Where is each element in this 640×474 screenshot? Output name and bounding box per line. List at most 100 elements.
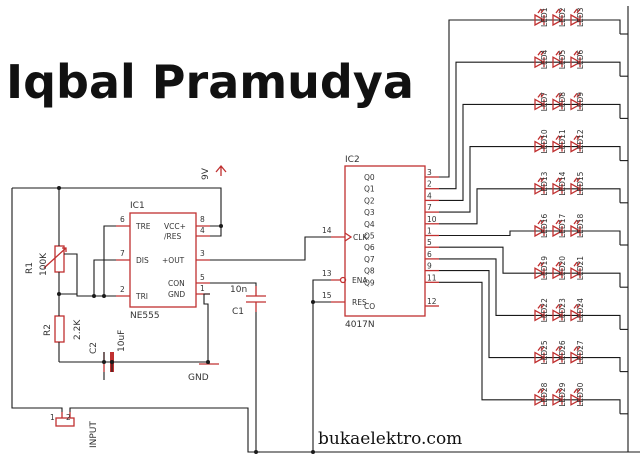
ic2-pin-name-4: Q2 [364, 196, 375, 205]
ic2-pin-num-11: 11 [427, 273, 437, 282]
led-symbol [570, 393, 582, 406]
led-label: LED1 [540, 7, 549, 27]
ic2-pin-num-7: 7 [427, 203, 432, 212]
led-string-wire [520, 103, 621, 119]
led-light-arrows [537, 219, 545, 225]
ic1-pin4-name: /RES [164, 232, 181, 241]
led-label: LED22 [540, 298, 549, 322]
led-light-arrows [573, 177, 581, 183]
led-symbol [570, 140, 582, 153]
led-label: LED16 [540, 214, 549, 238]
ic2-pin-num-4: 4 [427, 191, 432, 200]
ic1-pin4-num: 4 [200, 226, 205, 235]
led-light-arrows [537, 346, 545, 351]
led-light-arrows [555, 93, 563, 98]
led-label: LED11 [558, 129, 567, 153]
led-symbol [570, 309, 582, 322]
ic2-output-wire [439, 246, 520, 274]
led-light-arrows [555, 219, 563, 225]
ic2-pin-name-11: Q9 [364, 278, 375, 287]
junctions [57, 186, 315, 454]
input-pin2: 2 [66, 413, 71, 422]
led-label: LED21 [576, 256, 585, 280]
ic2-pin-num-6: 6 [427, 250, 432, 259]
led-group-3: LED7 LED8 LED9 [439, 92, 621, 201]
c1-value: 10n [230, 285, 247, 295]
led-light-arrows [573, 261, 581, 267]
led-symbol [570, 98, 582, 111]
led-light-arrows [555, 135, 563, 140]
led-symbol [570, 351, 582, 364]
led-label: LED18 [576, 214, 585, 238]
led-label: LED5 [558, 50, 567, 70]
led-light-arrows [555, 388, 563, 394]
r2-value: 2.2K [73, 319, 83, 340]
led-label: LED6 [576, 50, 585, 70]
ic2-pin-name-10: Q4 [364, 220, 375, 229]
ic2-pin-name-3: Q0 [364, 173, 375, 182]
led-symbol [570, 13, 582, 27]
ic2-output-wire [439, 281, 520, 401]
led-symbol [570, 224, 582, 238]
led-light-arrows [555, 346, 563, 351]
ic2-output-wire [439, 230, 520, 237]
ic2-output-wire [439, 19, 520, 178]
ic2-pin-num-1: 1 [427, 227, 432, 236]
led-symbol [534, 13, 546, 27]
led-light-arrows [573, 304, 581, 309]
input-label: INPUT [89, 421, 99, 448]
ic1-ref: IC1 [130, 201, 145, 211]
led-label: LED8 [558, 92, 567, 112]
led-label: LED19 [540, 256, 549, 280]
led-light-arrows [555, 261, 563, 267]
ic2-ref: IC2 [345, 155, 360, 165]
ground-label: GND [188, 373, 209, 383]
led-string-wire [520, 272, 621, 288]
led-label: LED30 [576, 382, 585, 406]
led-light-arrows [573, 8, 581, 14]
led-symbol [552, 56, 564, 69]
led-symbol [534, 351, 546, 364]
led-string-wire [520, 146, 621, 161]
ic2-res-name: RES [352, 298, 367, 307]
power-label: 9V [201, 167, 211, 180]
led-label: LED7 [540, 92, 549, 112]
ic2-pin-num-10: 10 [427, 215, 437, 224]
led-symbol [534, 98, 546, 111]
ic2-4017n: IC2 4017N CLK 14 ENA 13 RES 15 Q03Q12Q24… [322, 155, 439, 330]
ic2-pin-num-9: 9 [427, 262, 432, 271]
resistor-r2: R2 2.2K [43, 315, 83, 343]
led-string-wire [520, 357, 621, 372]
led-symbol [534, 267, 546, 280]
led-light-arrows [573, 93, 581, 98]
led-string-wire [520, 399, 621, 414]
ic1-pin5-num: 5 [200, 273, 205, 282]
ic2-clk-name: CLK [353, 233, 368, 242]
ic1-pin5-name: CON [168, 279, 185, 288]
input-connector: INPUT 1 2 [50, 412, 99, 448]
led-label: LED4 [540, 50, 549, 70]
ic1-pin1-name: GND [168, 290, 185, 299]
ic2-pin-name-5: Q6 [364, 243, 375, 252]
led-string-wire [520, 61, 621, 77]
led-label: LED3 [576, 7, 585, 27]
ic1-pin7-num: 7 [120, 249, 125, 258]
c2-value: 10uF [117, 330, 127, 352]
led-label: LED20 [558, 256, 567, 280]
ic2-part: 4017N [345, 320, 375, 330]
led-symbol [552, 98, 564, 111]
led-symbol [534, 224, 546, 238]
led-symbol [552, 224, 564, 238]
led-label: LED28 [540, 382, 549, 406]
led-symbol [534, 309, 546, 322]
led-label: LED9 [576, 92, 585, 112]
led-symbol [570, 267, 582, 280]
